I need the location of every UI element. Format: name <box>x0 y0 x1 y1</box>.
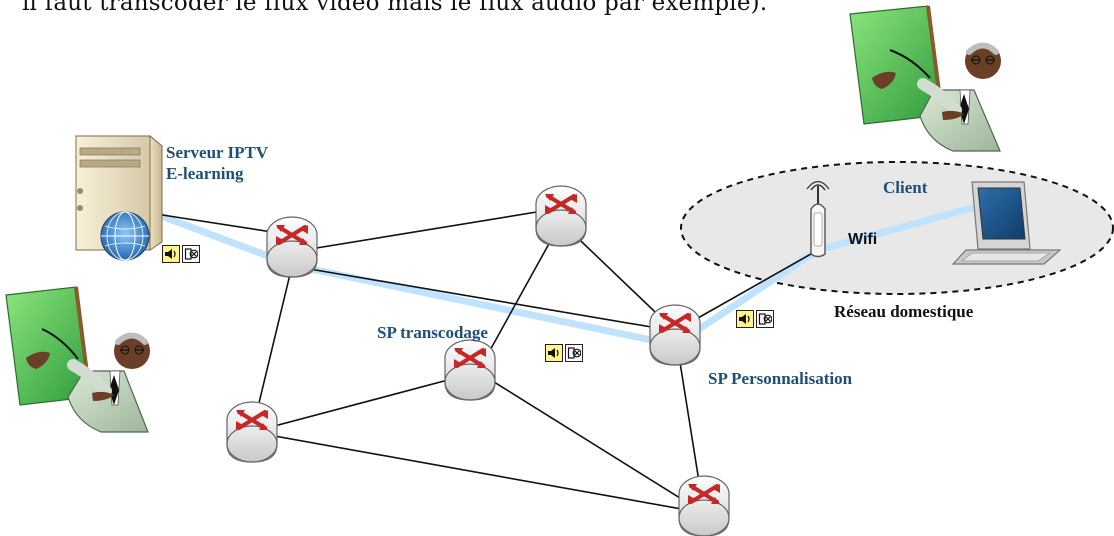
router-bottom-left <box>225 400 279 464</box>
media-icon-center <box>545 342 587 364</box>
speaker-icon <box>162 245 180 263</box>
header-text: il faut transcoder le flux vidéo mais le… <box>22 0 768 16</box>
speaker-icon <box>736 310 754 328</box>
router-top <box>534 184 588 248</box>
sp-transcodage-label: SP transcodage <box>377 323 488 342</box>
router-sp-transcodage <box>443 338 497 402</box>
server-icon <box>74 134 164 261</box>
router-sp-personnalisation <box>648 303 702 367</box>
router-bottom-right <box>677 474 731 536</box>
wifi-label: Wifi <box>848 231 878 248</box>
presenter-right-icon <box>849 5 1001 152</box>
server-label-line2: E-learning <box>166 164 244 184</box>
media-icon-right <box>736 308 778 330</box>
video-blocked-icon <box>756 310 774 328</box>
media-icon-left <box>162 243 204 265</box>
video-blocked-icon <box>182 245 200 263</box>
client-label: Client <box>883 178 928 197</box>
laptop-icon <box>951 181 1062 265</box>
video-blocked-icon <box>565 344 583 362</box>
server-label: Serveur IPTV E-learning <box>166 142 268 185</box>
speaker-icon <box>545 344 563 362</box>
home-network-label: Réseau domestique <box>834 302 974 321</box>
server-label-line1: Serveur IPTV <box>166 143 269 162</box>
presenter-left-icon <box>5 286 150 433</box>
sp-personnalisation-label: SP Personnalisation <box>708 369 853 388</box>
router-left <box>265 215 319 279</box>
wifi-access-point-icon <box>806 180 830 258</box>
